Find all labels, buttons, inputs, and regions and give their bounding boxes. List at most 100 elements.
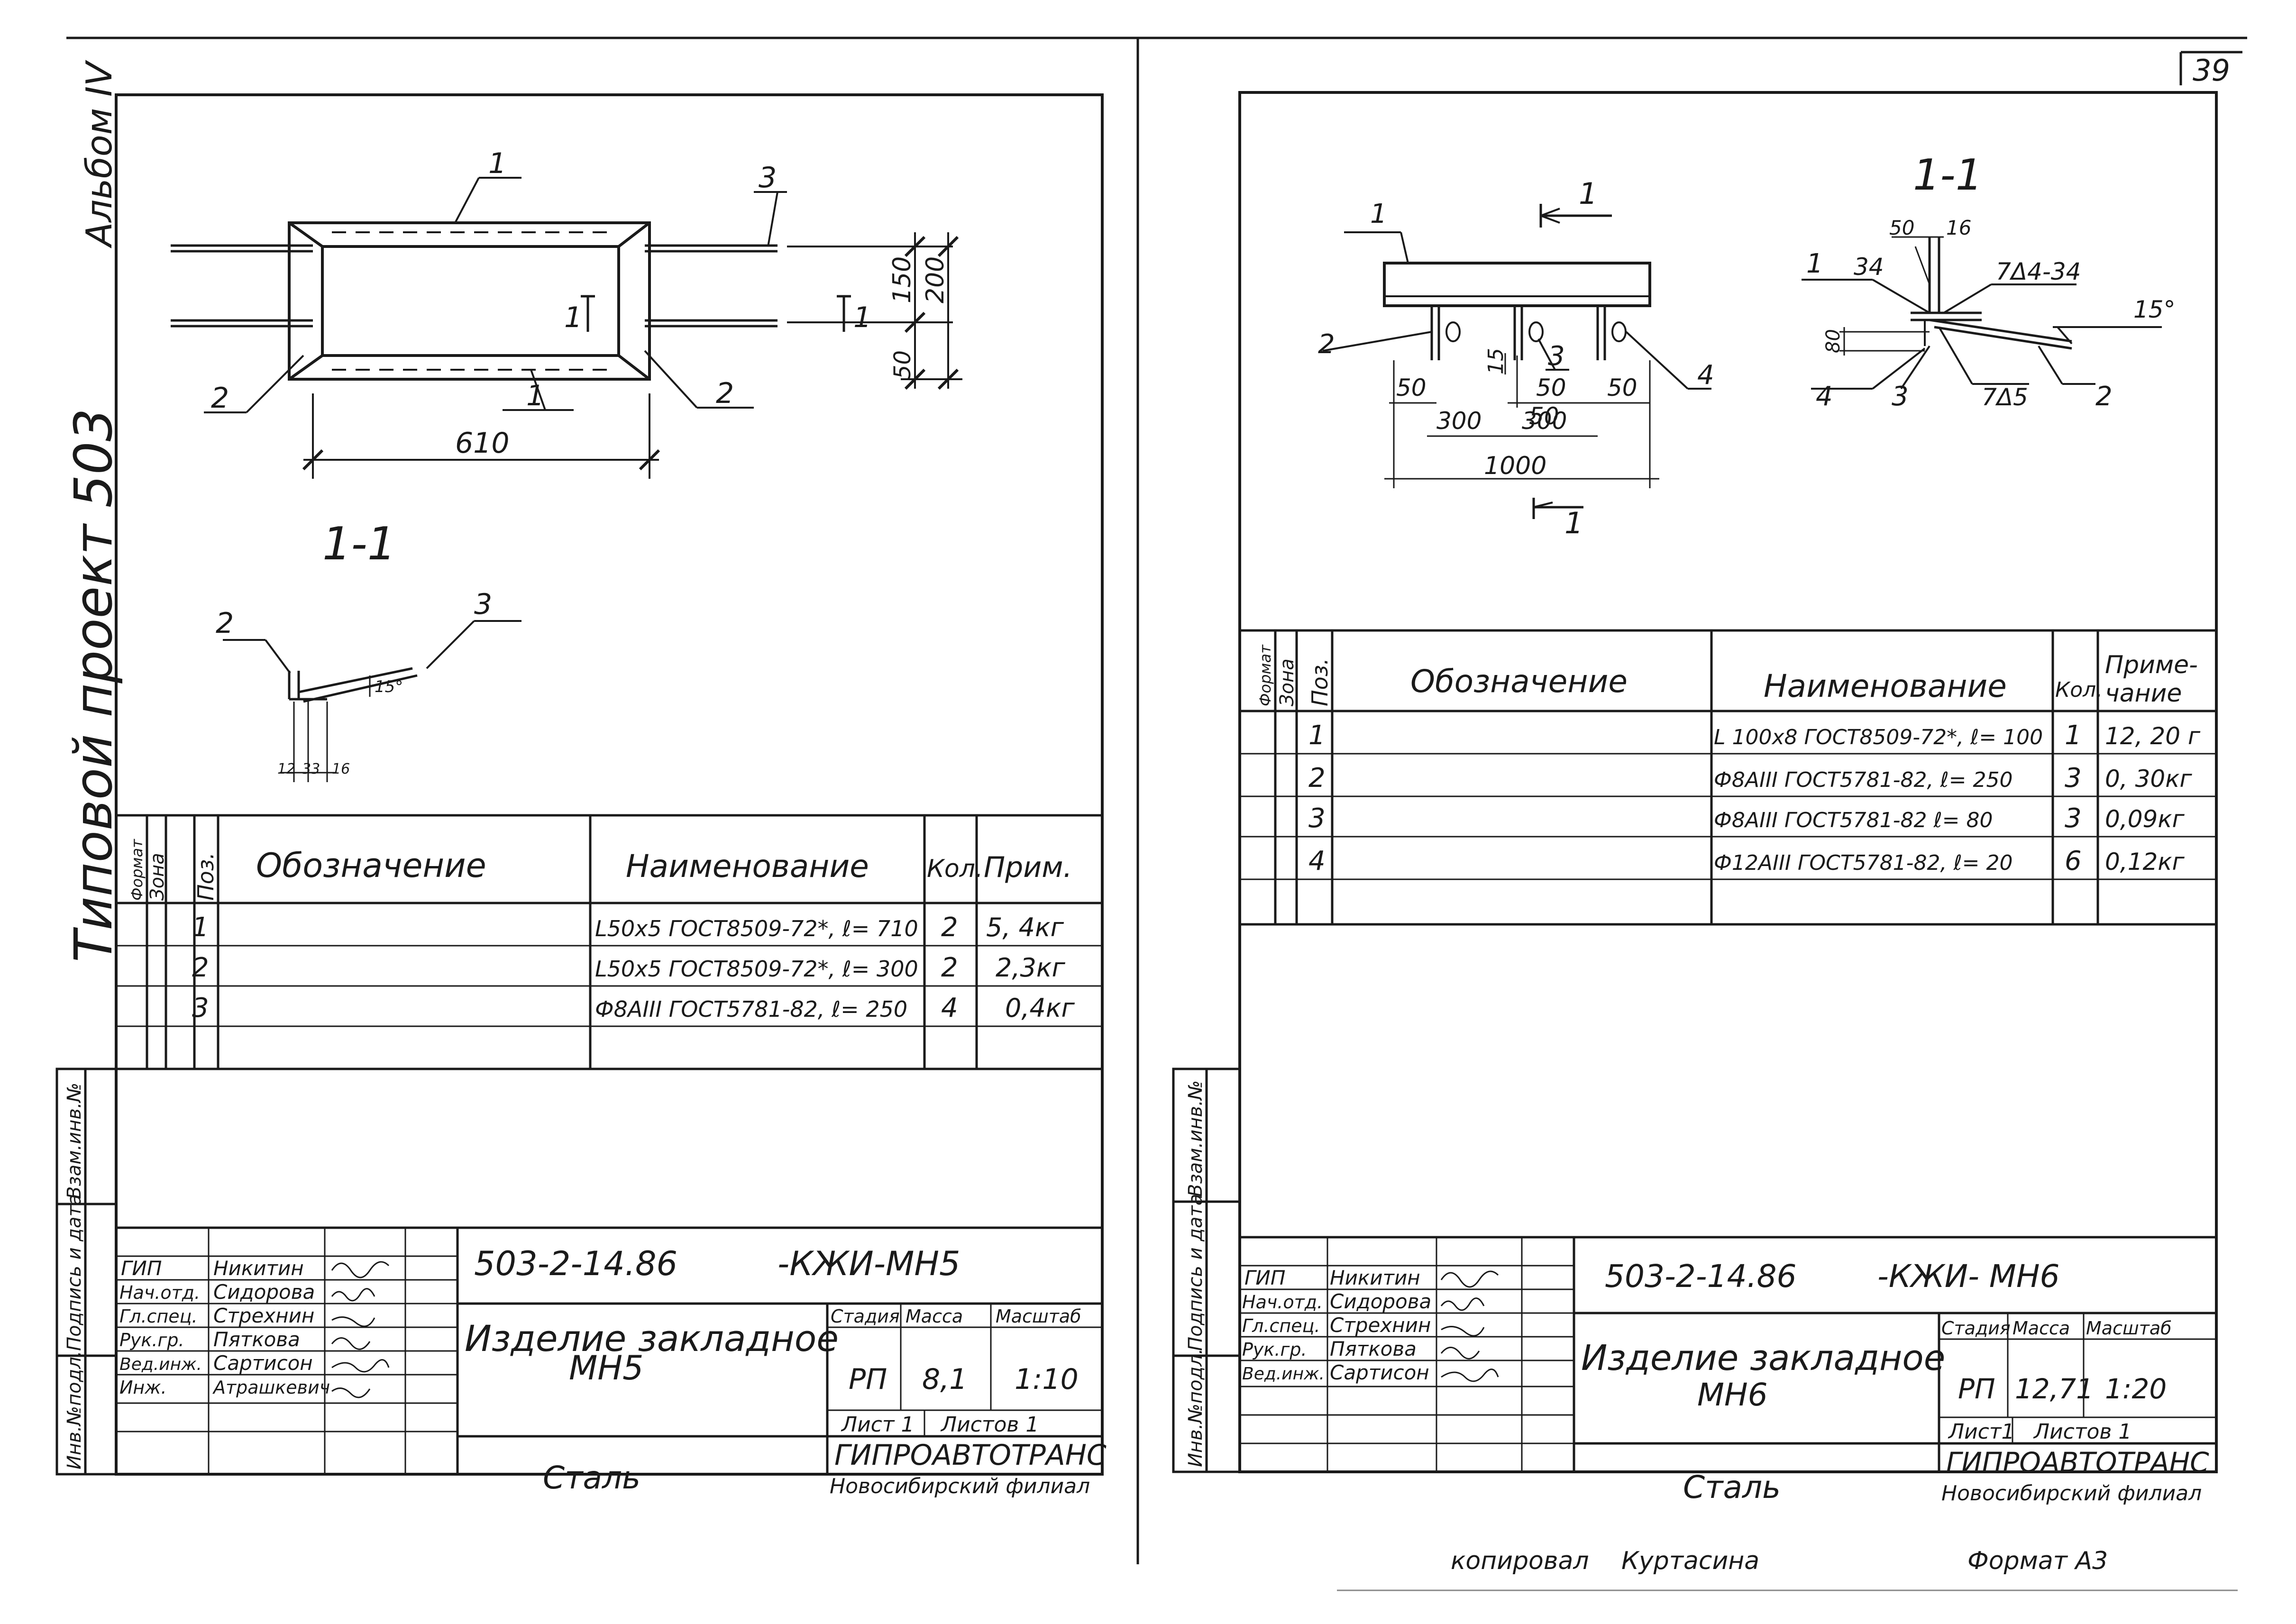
pos-label-2-left: 2 <box>211 382 229 415</box>
left-section-view <box>223 620 521 782</box>
left-stamp-column <box>55 1067 118 1476</box>
left-spec-header-format: Формат <box>128 839 146 901</box>
right-title-block <box>1240 1236 2216 1472</box>
left-signatures <box>331 1261 390 1398</box>
left-section-title: 1-1 <box>322 518 396 570</box>
right-spec-row2-note: 0, 30кг <box>2105 765 2192 793</box>
footer-copied: копировал <box>1451 1547 1589 1575</box>
right-section-dim-80: 80 <box>1822 329 1844 353</box>
left-name-glspec: Стрехнин <box>213 1304 314 1327</box>
right-item-mark: МН6 <box>1697 1377 1768 1413</box>
right-section-title: 1-1 <box>1913 150 1983 200</box>
pos-label-2-right: 2 <box>716 377 734 410</box>
right-mass-header: Масса <box>2012 1318 2070 1339</box>
right-section-pos-3: 3 <box>1892 381 1909 412</box>
left-role-gip: ГИП <box>121 1257 162 1280</box>
right-name-rukgr: Пяткова <box>1330 1337 1417 1360</box>
right-spec-header-note-2: чание <box>2105 679 2182 708</box>
right-org: ГИПРОАВТОТРАНС <box>1946 1446 2209 1478</box>
right-section-view <box>1802 236 2162 390</box>
right-stage-header: Стадия <box>1941 1318 2011 1339</box>
right-spec-header-zone: Зона <box>1276 658 1298 706</box>
right-sheets: Листов 1 <box>2033 1420 2131 1444</box>
left-item-name: Изделие закладное <box>465 1317 839 1359</box>
right-spec-row4-qty: 6 <box>2065 846 2082 876</box>
left-spec-row2-note: 2,3кг <box>996 953 1065 983</box>
right-material: Сталь <box>1683 1469 1781 1505</box>
right-scale-header: Масштаб <box>2086 1318 2172 1339</box>
right-signatures <box>1440 1270 1499 1382</box>
right-dim-50-c: 50 <box>1607 374 1637 401</box>
right-doc-code: 503-2-14.86 <box>1605 1258 1797 1295</box>
right-spec-row3-qty: 3 <box>2065 803 2082 834</box>
left-spec-header-designation: Обозначение <box>256 846 486 885</box>
right-branch: Новосибирский филиал <box>1941 1481 2202 1505</box>
right-role-gip: ГИП <box>1244 1266 1285 1289</box>
left-name-nach: Сидорова <box>213 1280 315 1304</box>
left-spec-row1-name: L50x5 ГОСТ8509-72*, ℓ= 710 <box>595 916 918 941</box>
left-title-block <box>116 1226 1102 1474</box>
right-section-dim-16: 16 <box>1946 216 1971 239</box>
left-spec-header-name: Наименование <box>626 848 869 885</box>
left-branch: Новосибирский филиал <box>830 1474 1090 1498</box>
right-stamp-column <box>1172 1067 1241 1473</box>
right-pos-2: 2 <box>1318 329 1335 360</box>
right-spec-row1-qty: 1 <box>2065 720 2082 751</box>
section-marker-right: 1 <box>853 301 871 334</box>
right-dim-300-a: 300 <box>1436 407 1482 435</box>
right-dim-15: 15 <box>1484 348 1508 374</box>
right-section-pos-4: 4 <box>1816 381 1833 412</box>
right-name-gip: Никитин <box>1330 1266 1420 1289</box>
left-spec-row1-pos: 1 <box>192 912 209 943</box>
right-section-dim-34: 34 <box>1854 253 1884 281</box>
right-item-name: Изделие закладное <box>1581 1338 1945 1378</box>
left-stamp-replace-label: Взам.инв.№ <box>64 1083 85 1199</box>
right-front-view <box>1322 204 1711 519</box>
right-stamp-replace-label: Взам.инв.№ <box>1185 1080 1207 1197</box>
left-spec-row1-qty: 2 <box>941 912 958 943</box>
right-dim-1000: 1000 <box>1484 452 1546 480</box>
right-section-marker-top: 1 <box>1579 176 1597 211</box>
right-doc-suffix: -КЖИ- МН6 <box>1877 1258 2060 1295</box>
left-material: Сталь <box>543 1460 640 1496</box>
left-section-angle: 15° <box>375 677 403 696</box>
left-org: ГИПРОАВТОТРАНС <box>834 1439 1107 1472</box>
right-sheet: Лист1 <box>1948 1420 2015 1444</box>
left-section-pos-3: 3 <box>474 588 492 621</box>
left-spec-table <box>116 814 1102 1070</box>
left-role-glspec: Гл.спец. <box>119 1306 198 1327</box>
right-pos-3: 3 <box>1548 341 1565 372</box>
right-role-nach: Нач.отд. <box>1242 1292 1323 1313</box>
left-spec-header-qty: Кол. <box>927 855 983 883</box>
page-frame <box>66 36 2247 1564</box>
left-spec-header-pos: Поз. <box>193 852 219 901</box>
right-spec-header-designation: Обозначение <box>1410 663 1628 700</box>
right-section-weld-bottom: 7Δ5 <box>1982 383 2028 411</box>
left-spec-header-zone: Зона <box>146 853 168 901</box>
left-sheet-frame <box>115 93 1104 1476</box>
left-spec-row3-name: Ф8АIII ГОСТ5781-82, ℓ= 250 <box>595 996 907 1022</box>
right-spec-row3-pos: 3 <box>1308 803 1326 834</box>
right-dim-50-b: 50 <box>1536 374 1566 401</box>
right-spec-row2-name: Ф8АIII ГОСТ5781-82, ℓ= 250 <box>1714 768 2012 792</box>
right-role-glspec: Гл.спец. <box>1242 1315 1320 1336</box>
right-role-vedinzh: Вед.инж. <box>1242 1364 1325 1384</box>
right-spec-row4-note: 0,12кг <box>2105 848 2185 876</box>
right-role-rukgr: Рук.гр. <box>1242 1339 1307 1360</box>
right-spec-row1-note: 12, 20 г <box>2105 722 2201 750</box>
right-spec-header-note: Приме- <box>2105 651 2198 679</box>
right-section-weld-top: 7Δ4-34 <box>1996 258 2081 285</box>
left-name-rukgr: Пяткова <box>213 1328 300 1351</box>
footer-format: Формат А3 <box>1967 1547 2108 1575</box>
right-pos-1: 1 <box>1370 199 1387 229</box>
left-sheet: Лист 1 <box>841 1413 914 1437</box>
left-spec-row2-qty: 2 <box>941 952 958 983</box>
left-section-pos-2: 2 <box>216 607 234 640</box>
left-role-inzh: Инж. <box>119 1377 167 1398</box>
left-item-mark: МН5 <box>569 1349 644 1387</box>
right-spec-header-format: Формат <box>1256 644 1274 706</box>
right-section-marker-bottom: 1 <box>1564 506 1583 540</box>
left-spec-row2-pos: 2 <box>192 952 209 983</box>
right-dim-300-b: 300 <box>1522 407 1567 435</box>
